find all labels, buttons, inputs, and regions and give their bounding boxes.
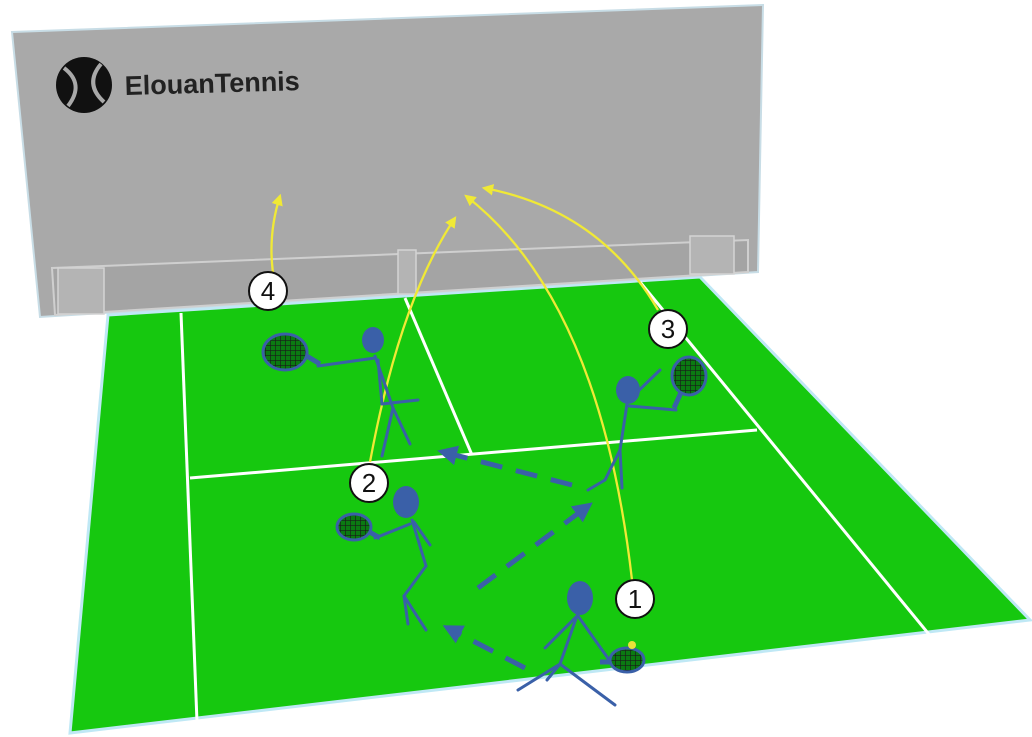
wall-support [398, 250, 416, 294]
practice-wall: ElouanTennis [12, 5, 763, 317]
player-number: 3 [661, 314, 675, 344]
player-head [362, 327, 384, 353]
tennis-ball-icon [628, 641, 636, 649]
player-number: 2 [362, 468, 376, 498]
player-number: 1 [628, 584, 642, 614]
court-surface [70, 277, 1030, 733]
court [70, 277, 1030, 733]
player-head [567, 581, 593, 615]
tennis-ball-logo-icon [56, 57, 112, 113]
wall-support [690, 236, 734, 274]
brand-name: ElouanTennis [124, 66, 300, 101]
wall-support [58, 268, 104, 314]
player-head [616, 376, 640, 404]
player-number: 4 [261, 276, 275, 306]
player-head [393, 486, 419, 518]
